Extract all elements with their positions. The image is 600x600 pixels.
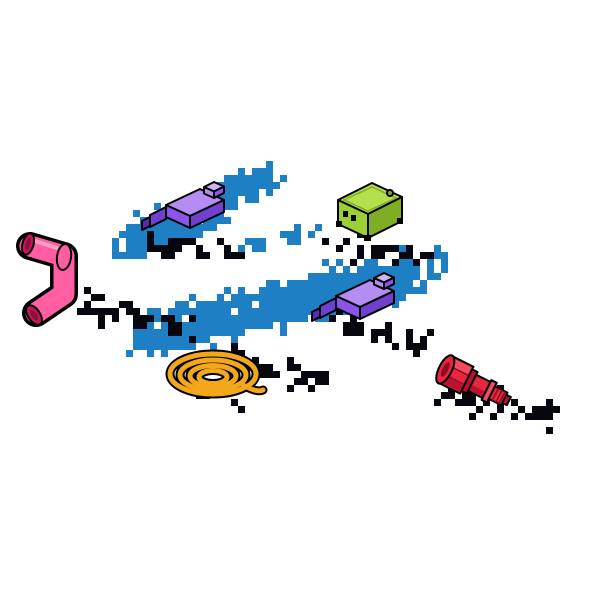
coiled-hose [165,349,268,399]
faucet-flange [55,243,73,271]
control-box-lid-seam [342,186,398,212]
control-box-foot [397,218,403,224]
pixel-shadows [70,231,560,434]
faucet [16,232,78,327]
control-box-port [343,211,348,217]
control-box-foot [336,221,342,227]
control-box-knob [386,189,394,197]
control-box-foot [364,235,371,241]
control-box [336,182,403,241]
hose-adapter [435,354,512,407]
control-box-port [351,215,356,221]
